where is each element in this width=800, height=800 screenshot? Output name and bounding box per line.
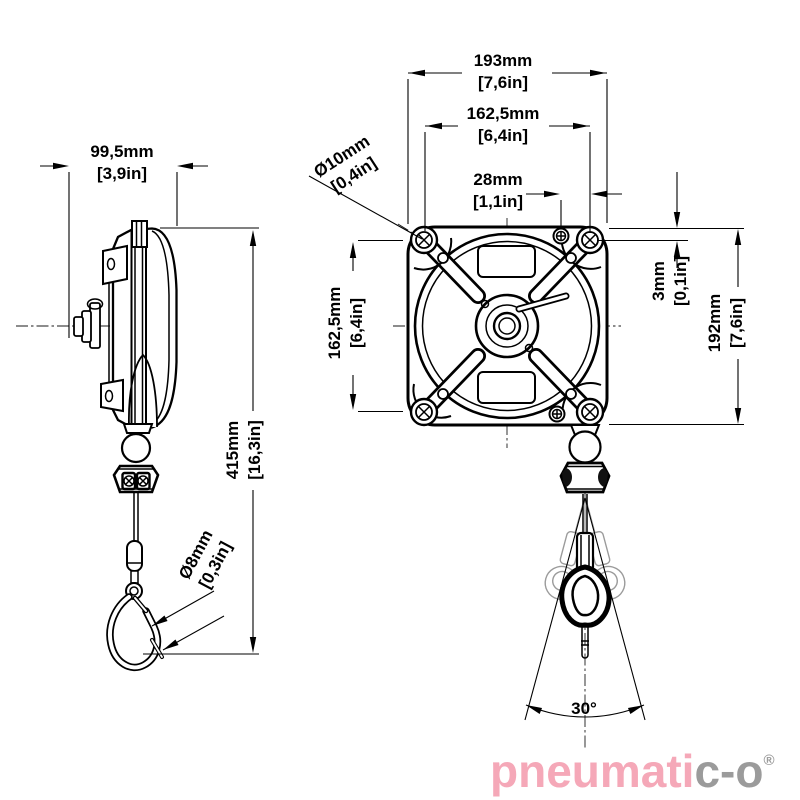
dim-value: 99,5mm — [90, 142, 153, 161]
x-bracket-arms — [416, 232, 598, 420]
dim-value: 162,5mm — [467, 104, 540, 123]
dim-value: 28mm — [473, 170, 522, 189]
dim-value: 193mm — [474, 51, 533, 70]
dim-value: 192mm — [705, 294, 724, 353]
dimension-total-length: 415mm [16,3in] — [143, 227, 264, 655]
dim-unit: [6,4in] — [347, 298, 366, 348]
dim-unit: [7,6in] — [727, 298, 746, 348]
dim-value: 162,5mm — [325, 287, 344, 360]
dim-unit: [16,3in] — [245, 420, 264, 480]
carabiner-hook — [106, 582, 164, 672]
registered-trademark-icon: ® — [763, 752, 775, 769]
dim-unit: [3,9in] — [97, 164, 147, 183]
dim-unit: [6,4in] — [478, 126, 528, 145]
dim-value: 3mm — [649, 261, 668, 301]
hanging-assembly — [524, 424, 646, 748]
dimension-cable-diameter: Ø8mm [0,3in] — [151, 527, 235, 651]
dim-unit: [0,1in] — [671, 256, 690, 306]
dimension-hole-offset-top: 28mm [1,1in] — [473, 170, 622, 229]
logo-text-secondary: c-o — [694, 745, 764, 797]
mounting-holes — [409, 225, 605, 427]
dim-unit: [7,6in] — [478, 73, 528, 92]
dimension-mount-hole-diameter: Ø10mm [0,4in] — [308, 131, 423, 240]
side-view — [16, 220, 178, 672]
dim-unit: [1,1in] — [473, 192, 523, 211]
hub — [474, 292, 570, 359]
front-view — [393, 218, 646, 748]
dimension-plate-edge-to-hole: 3mm [0,1in] — [597, 172, 744, 306]
dimension-overall-width: 193mm [7,6in] — [407, 51, 608, 224]
dimension-body-depth: 99,5mm [3,9in] — [40, 142, 208, 338]
logo-text-primary: pneumati — [490, 745, 695, 797]
dimension-hole-spacing-horizontal: 162,5mm [6,4in] — [424, 104, 591, 233]
dimension-overall-height: 192mm [7,6in] — [609, 229, 746, 426]
pneumatico-logo: pneumatic-o® — [490, 744, 775, 798]
dimension-hole-spacing-vertical: 162,5mm [6,4in] — [325, 239, 403, 413]
dimension-swing-angle: 30° — [525, 699, 645, 718]
angle-value: 30° — [571, 699, 597, 718]
dim-value: 415mm — [223, 421, 242, 480]
